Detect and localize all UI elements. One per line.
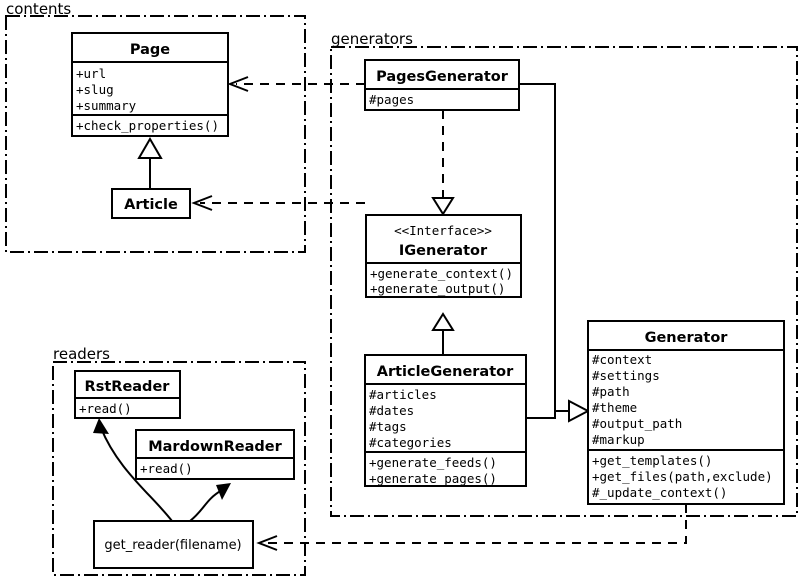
class-mardown-reader-title: MardownReader [148, 439, 282, 455]
class-page-attribute: +slug [76, 82, 114, 97]
class-igenerator-box[interactable] [365, 214, 522, 298]
package-contents-border [5, 15, 306, 253]
class-article-title: Article [124, 197, 178, 213]
class-article-generator[interactable]: ArticleGenerator #articles #dates #tags … [364, 354, 527, 487]
class-page-title: Page [130, 42, 170, 58]
class-article-generator-attribute: #dates [369, 403, 414, 418]
class-igenerator-stereotype: <<Interface>> [394, 223, 492, 238]
package-generators-label: generators [331, 30, 413, 48]
class-article-generator-title: ArticleGenerator [377, 364, 514, 380]
class-page-attribute: +url [76, 66, 106, 81]
edge-get-reader-returns-rst [93, 418, 173, 522]
class-rst-reader-title: RstReader [85, 379, 171, 395]
class-article-generator-operation: +generate_pages() [369, 471, 497, 486]
class-page[interactable]: Page +url +slug +summary +check_properti… [71, 32, 229, 137]
edge-generator-uses-get-reader [256, 504, 687, 551]
class-generator-attribute: #markup [592, 432, 645, 447]
class-igenerator-operation: +generate_output() [370, 281, 505, 296]
class-page-attribute: +summary [76, 98, 137, 113]
function-get-reader-box[interactable] [93, 520, 254, 569]
class-mardown-reader-box[interactable] [135, 429, 295, 480]
package-contents-label: contents [6, 0, 71, 18]
package-generators: generators [330, 30, 798, 517]
class-pages-generator-attribute: #pages [369, 92, 414, 107]
class-pages-generator-title: PagesGenerator [376, 69, 509, 85]
class-generator-attribute: #settings [592, 368, 660, 383]
edge-articlegen-uses-article [191, 195, 365, 211]
class-generator-operation: +get_templates() [592, 453, 712, 468]
class-generator-attribute: #output_path [592, 416, 682, 431]
class-igenerator-title: IGenerator [399, 243, 488, 259]
class-generator-operation: +get_files(path,exclude) [592, 469, 773, 484]
class-article-generator-attribute: #categories [369, 435, 452, 450]
edge-get-reader-returns-markdown [189, 483, 231, 522]
class-generator-attribute: #theme [592, 400, 637, 415]
class-igenerator[interactable]: <<Interface>> IGenerator +generate_conte… [365, 214, 522, 298]
class-mardown-reader[interactable]: MardownReader +read() [135, 429, 295, 480]
package-contents: contents [5, 0, 306, 253]
function-get-reader-label: get_reader(filename) [104, 538, 241, 553]
class-article-generator-attribute: #articles [369, 387, 437, 402]
class-generator-operation: #_update_context() [592, 485, 727, 500]
package-readers-label: readers [53, 345, 110, 363]
package-readers-border [52, 361, 306, 576]
class-rst-reader-box[interactable] [74, 370, 181, 419]
class-page-box[interactable] [71, 32, 229, 137]
class-igenerator-operation: +generate_context() [370, 266, 513, 281]
class-generator-attribute: #context [592, 352, 652, 367]
edge-articlegen-extends-generator [526, 399, 591, 423]
class-article[interactable]: Article [111, 188, 191, 219]
class-generator-title: Generator [645, 330, 729, 346]
class-article-generator-attribute: #tags [369, 419, 407, 434]
class-article-generator-box[interactable] [364, 354, 527, 487]
class-generator[interactable]: Generator #context #settings #path #them… [587, 320, 785, 505]
class-article-generator-operation: +generate_feeds() [369, 455, 497, 470]
package-readers: readers [52, 345, 306, 576]
class-rst-reader[interactable]: RstReader +read() [74, 370, 181, 419]
edge-article-inherits-page [137, 137, 163, 189]
class-pages-generator-box[interactable] [364, 59, 520, 111]
class-article-box[interactable] [111, 188, 191, 219]
class-generator-box[interactable] [587, 320, 785, 505]
edge-pagesgen-realizes-igenerator [431, 110, 455, 216]
edge-articlegen-inherits-igenerator [431, 312, 455, 355]
class-rst-reader-operation: +read() [79, 401, 132, 416]
class-mardown-reader-operation: +read() [140, 461, 193, 476]
class-page-operation: +check_properties() [76, 118, 219, 133]
edge-pagesgen-uses-page [227, 76, 365, 92]
function-get-reader[interactable]: get_reader(filename) [93, 520, 254, 569]
class-pages-generator[interactable]: PagesGenerator #pages [364, 59, 520, 111]
class-generator-attribute: #path [592, 384, 630, 399]
